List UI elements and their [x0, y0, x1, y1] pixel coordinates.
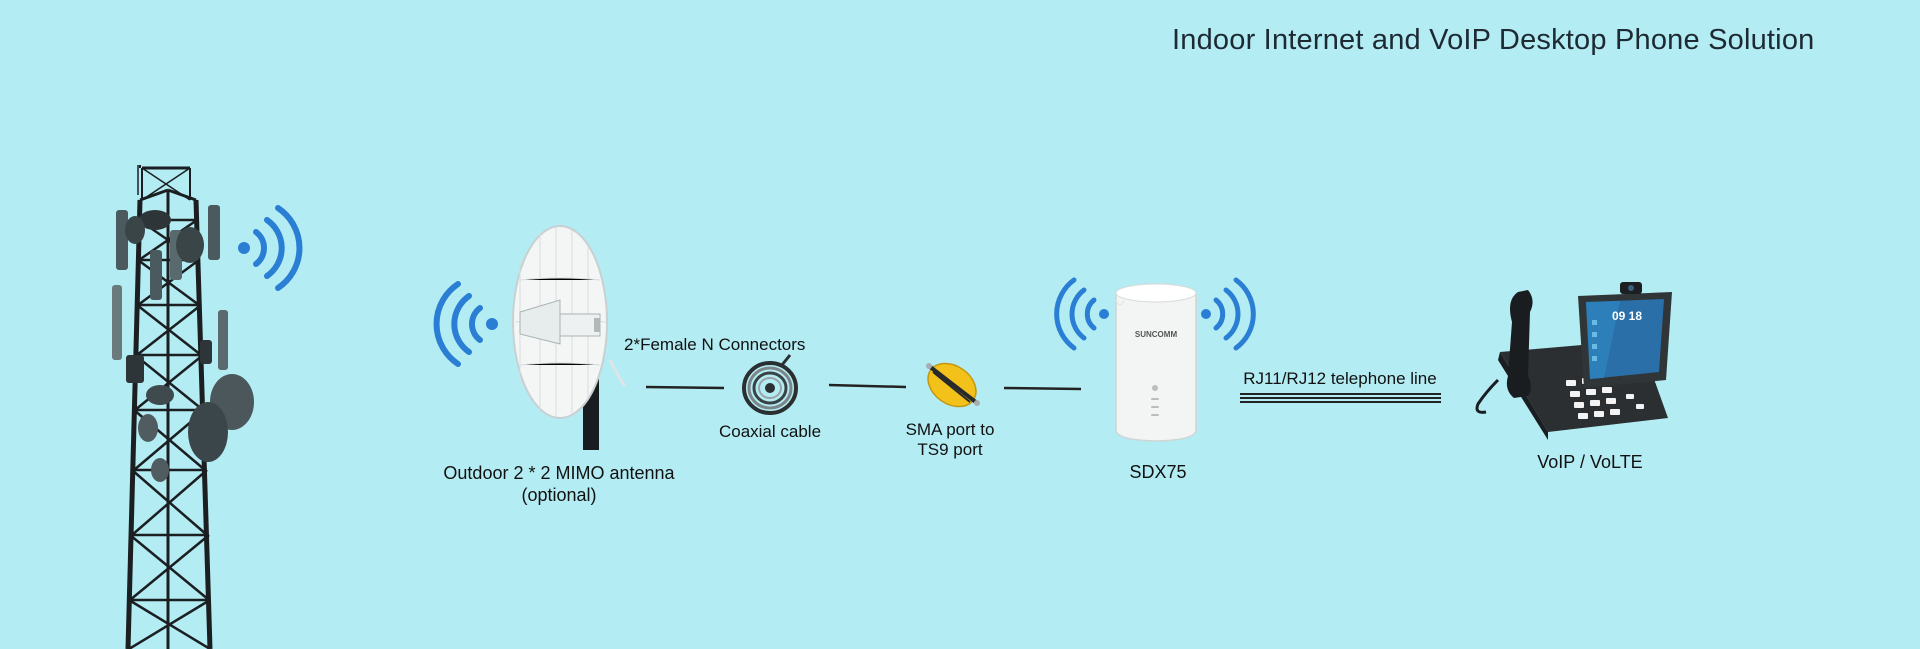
- coaxial-label: Coaxial cable: [718, 422, 822, 441]
- coax-to-adapter-line: [828, 383, 907, 389]
- desk-phone-icon: 09 18: [1475, 282, 1672, 440]
- sma-label-line2: TS9 port: [917, 440, 983, 459]
- telephone-line: [1240, 393, 1441, 403]
- adapter-to-router-line: [1003, 386, 1082, 391]
- phone-screen-time: 09 18: [1612, 309, 1642, 323]
- router-label: SDX75: [1129, 462, 1187, 482]
- phone-label: VoIP / VoLTE: [1537, 452, 1643, 472]
- antenna-label-line2: (optional): [521, 485, 597, 505]
- telephone-line-label: RJ11/RJ12 telephone line: [1243, 369, 1437, 388]
- coaxial-cable-icon: [742, 354, 798, 415]
- antenna-to-coax-line: [645, 385, 725, 390]
- router-brand: SUNCOMM: [1135, 330, 1178, 339]
- diagram-title: Indoor Internet and VoIP Desktop Phone S…: [1172, 24, 1815, 56]
- signal-waves-icon: [238, 205, 303, 291]
- sma-label-line1: SMA port to: [905, 420, 995, 439]
- router-icon: SUNCOMM: [1054, 277, 1256, 442]
- sma-label: SMA port to TS9 port: [890, 420, 1010, 460]
- dish-antenna-icon: [433, 225, 627, 450]
- sma-adapter-icon: [926, 362, 980, 408]
- antenna-label: Outdoor 2 * 2 MIMO antenna (optional): [439, 462, 679, 506]
- connection-lines: [645, 383, 1082, 391]
- antenna-label-line1: Outdoor 2 * 2 MIMO antenna: [443, 463, 675, 483]
- connectors-label: 2*Female N Connectors: [624, 335, 806, 354]
- tower-equipment: [112, 205, 254, 482]
